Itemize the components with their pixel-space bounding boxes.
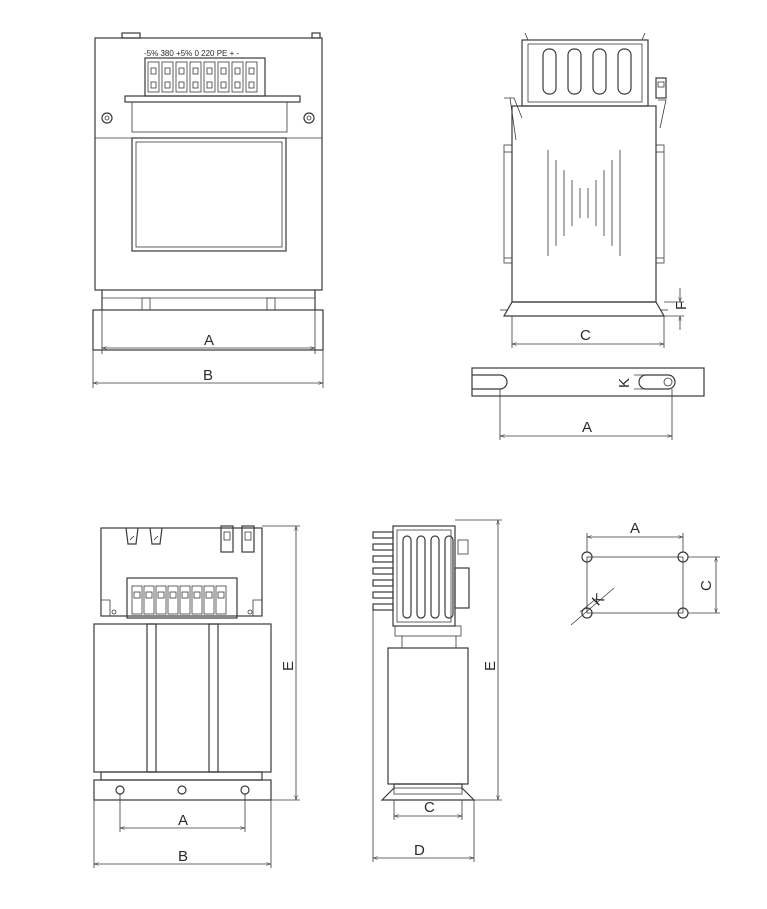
screw-icon: [101, 112, 113, 124]
mount-hole-icon: [240, 785, 250, 795]
dim-label-c: C: [698, 580, 715, 591]
dim-label-d: D: [414, 842, 425, 859]
dim-label-e: E: [482, 661, 499, 671]
dim-label-a: A: [204, 332, 214, 349]
view-5-side: E C D: [372, 519, 502, 862]
view-3-base-plate: K A: [471, 367, 705, 440]
view-1-front: -5% 380 +5% 0 220 PE + - A B: [92, 32, 324, 388]
dim-label-b: B: [203, 367, 213, 384]
dim-label-f: F: [673, 301, 690, 310]
dim-label-a: A: [630, 520, 640, 537]
dim-label-b: B: [178, 848, 188, 865]
dim-label-e: E: [280, 661, 297, 671]
mount-hole-icon: [115, 785, 125, 795]
view-4-front: E A B: [93, 525, 300, 868]
dim-label-c: C: [424, 799, 435, 816]
dim-label-c: C: [580, 327, 591, 344]
mount-hole-icon: [581, 607, 593, 619]
terminal-block: -5% 380 +5% 0 220 PE + -: [124, 49, 301, 133]
dim-label-k: K: [589, 590, 608, 609]
view-6-hole-pattern: A C K: [570, 520, 720, 626]
mount-hole-icon: [177, 785, 187, 795]
dim-label-k: K: [616, 378, 633, 388]
view-2-side: F C: [500, 32, 690, 348]
terminal-labels: -5% 380 +5% 0 220 PE + -: [144, 49, 240, 58]
dim-label-a: A: [178, 812, 188, 829]
dim-label-a: A: [582, 419, 592, 436]
screw-icon: [303, 112, 315, 124]
